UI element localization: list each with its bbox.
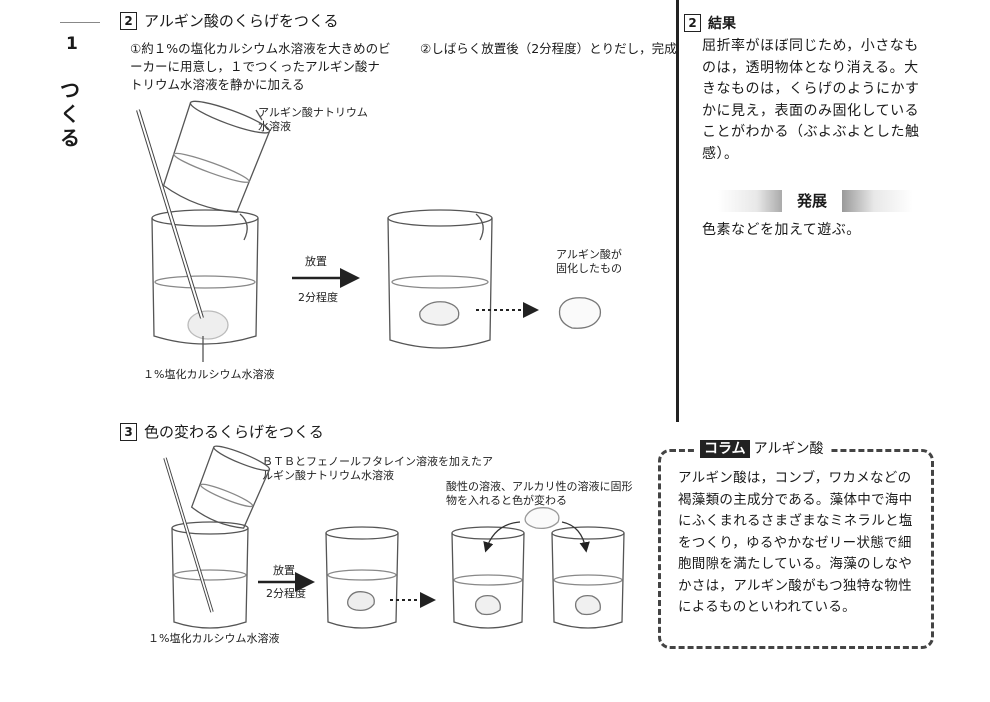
result-number: 2: [684, 14, 701, 32]
section3-title: 色の変わるくらげをつくる: [144, 423, 324, 441]
result-title: 結果: [708, 16, 736, 32]
beaker3-alkali: [551, 526, 625, 629]
label-btb: ＢＴＢとフェノールフタレイン溶液を加えたアルギン酸ナトリウム水溶液: [262, 455, 493, 482]
label-acid-alkali: 酸性の溶液、アルカリ性の溶液に固形物を入れると色が変わる: [446, 480, 633, 507]
result-heading: 2 結果: [684, 13, 736, 33]
label-time: 2分程度: [298, 291, 338, 304]
column-text: アルギン酸は，コンブ，ワカメなどの褐藻類の主成分である。藻体中で海中にふくまれる…: [678, 470, 913, 615]
column-title: アルギン酸: [753, 441, 824, 457]
label-sodium-alginate: アルギン酸ナトリウム水溶液: [258, 106, 368, 133]
label-solidified: アルギン酸が固化したもの: [556, 248, 622, 275]
beaker-result: [387, 209, 493, 349]
column-divider: [676, 0, 679, 422]
section2-heading: 2 アルギン酸のくらげをつくる: [120, 10, 339, 31]
label-leader-sodium: [255, 109, 263, 121]
beaker-sodium-alginate: [162, 100, 271, 213]
beaker3-calcium: [163, 457, 249, 629]
beaker3-result: [325, 526, 399, 629]
beaker3-acid: [451, 526, 525, 629]
chapter-label: つくる: [60, 78, 80, 150]
development-text: 色素などを加えて遊ぶ。: [702, 222, 861, 238]
label-leave-3: 放置: [273, 564, 295, 577]
label-leave: 放置: [305, 255, 327, 268]
arrow-into-acid: [483, 521, 521, 553]
floating-jelly: [524, 507, 560, 530]
glass-rod: [136, 109, 204, 319]
solid-jelly: [558, 297, 602, 329]
section3-heading: 3 色の変わるくらげをつくる: [120, 421, 324, 442]
development-title: 発展: [782, 190, 842, 212]
label-calcium-chloride: １%塩化カルシウム水溶液: [143, 368, 275, 381]
section2-number: 2: [120, 11, 137, 30]
section2-title: アルギン酸のくらげをつくる: [144, 12, 339, 30]
section2-step1: ①約１%の塩化カルシウム水溶液を大きめのビーカーに用意し，１でつくったアルギン酸…: [130, 41, 391, 92]
beaker3-pouring: [190, 445, 271, 529]
section2-step2: ②しばらく放置後（2分程度）とりだし，完成: [420, 41, 677, 56]
header-rule: [60, 22, 100, 23]
column-tag: コラム: [700, 440, 750, 458]
result-text: 屈折率がほぼ同じため，小さなものは，透明物体となり消える。大きなものは，くらげの…: [702, 38, 920, 162]
chapter-number: 1: [66, 34, 78, 54]
section3-number: 3: [120, 422, 137, 441]
beaker-calcium: [151, 209, 259, 345]
arrow-into-alkali: [561, 521, 590, 553]
column-heading: コラムアルギン酸: [694, 438, 830, 458]
label-calcium-chloride-3: １%塩化カルシウム水溶液: [148, 632, 280, 645]
